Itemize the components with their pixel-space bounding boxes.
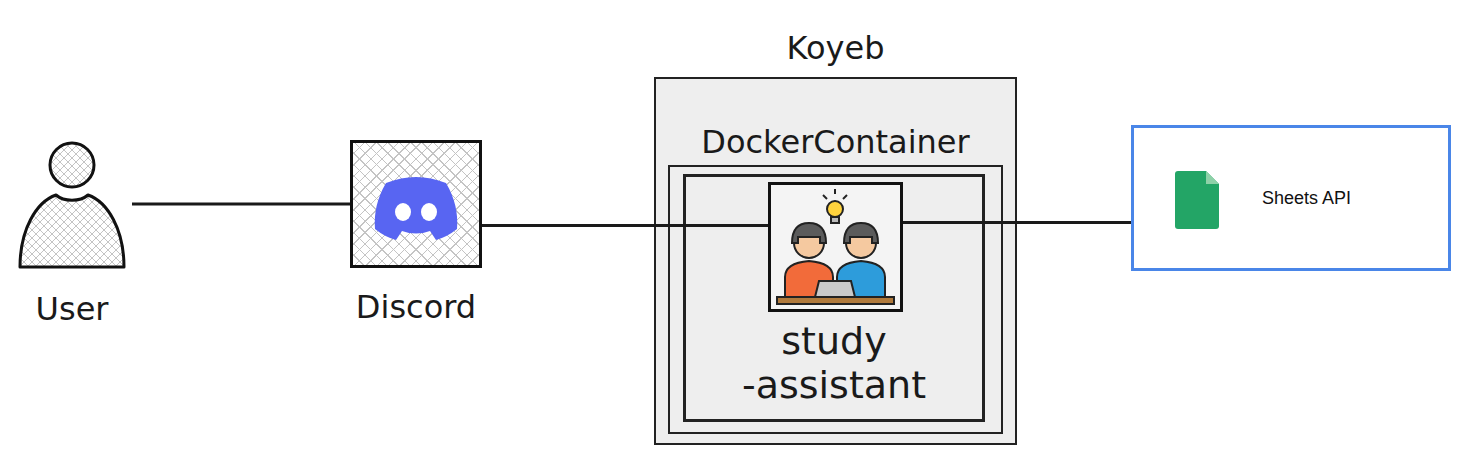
api-box: Sheets API [1131, 125, 1451, 271]
container-heading: Koyeb [654, 18, 1017, 77]
sheets-icon [1175, 171, 1219, 229]
study-illustration [771, 185, 900, 309]
figure-box [12, 138, 132, 270]
illustration-box [768, 182, 903, 312]
container-node: KoyebDocker Container study -assistant [654, 18, 1017, 445]
node-label: Discord [336, 288, 496, 326]
container-node: Docker Container study -assistant [668, 119, 1003, 434]
container-box: Docker Container study -assistant [654, 77, 1017, 445]
icon-box [350, 140, 482, 268]
container-heading: Docker Container [668, 119, 1003, 165]
api-label: Sheets API [1262, 186, 1351, 210]
person-icon [12, 138, 132, 270]
actor-node: User [12, 138, 132, 330]
service-box: study -assistant [683, 174, 985, 422]
connector-line [903, 221, 1131, 224]
discord-logo [353, 143, 479, 265]
connector-line [482, 224, 768, 227]
connector-line [132, 203, 350, 206]
container-box: study -assistant [668, 165, 1003, 434]
service-label: study -assistant [690, 319, 978, 407]
icon-holder [1175, 171, 1219, 229]
actor-node: Discord [336, 140, 496, 328]
node-label: User [12, 290, 132, 328]
